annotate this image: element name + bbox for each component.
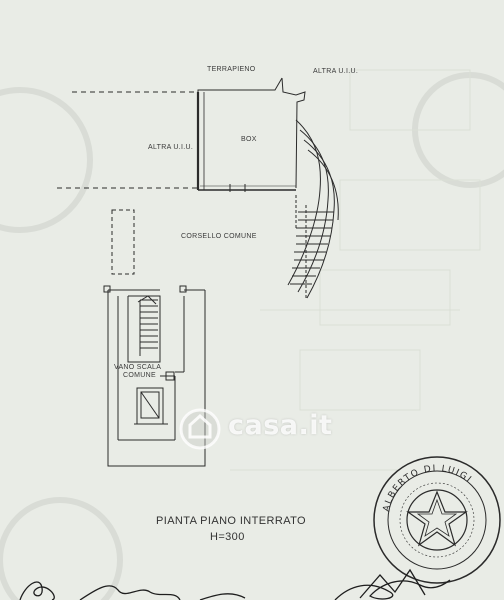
label-altra-uiu-left: ALTRA U.I.U. — [148, 144, 194, 151]
label-corsello-comune: CORSELLO COMUNE — [181, 233, 257, 240]
box-right-wall — [281, 77, 306, 189]
background-ghost-lines — [230, 69, 481, 471]
label-terrapieno: TERRAPIENO — [207, 66, 256, 73]
watermark-text: casa.it — [228, 410, 333, 441]
pillar-outline — [111, 209, 135, 275]
stamp-arc-text: ALBERTO DI LUIGI — [382, 464, 474, 513]
stair-block-outer — [107, 290, 206, 467]
ramp-curve-4 — [307, 149, 339, 221]
plan-height: H=300 — [210, 531, 245, 543]
label-box: BOX — [241, 136, 257, 143]
plan-linework — [57, 77, 339, 467]
stair-treads — [139, 299, 158, 356]
label-vano-scala: VANO SCALA — [114, 364, 162, 371]
signature — [19, 568, 451, 600]
ramp-curve-2 — [297, 129, 329, 293]
house-icon — [179, 408, 221, 450]
stair-inner — [127, 295, 161, 363]
plan-title: PIANTA PIANO INTERRATO — [156, 515, 306, 527]
ramp-curve-3 — [303, 139, 335, 299]
notary-stamp — [373, 456, 501, 584]
box-top-wall — [197, 77, 283, 92]
label-altra-uiu-top: ALTRA U.I.U. — [313, 68, 359, 75]
label-comune: COMUNE — [123, 372, 156, 379]
